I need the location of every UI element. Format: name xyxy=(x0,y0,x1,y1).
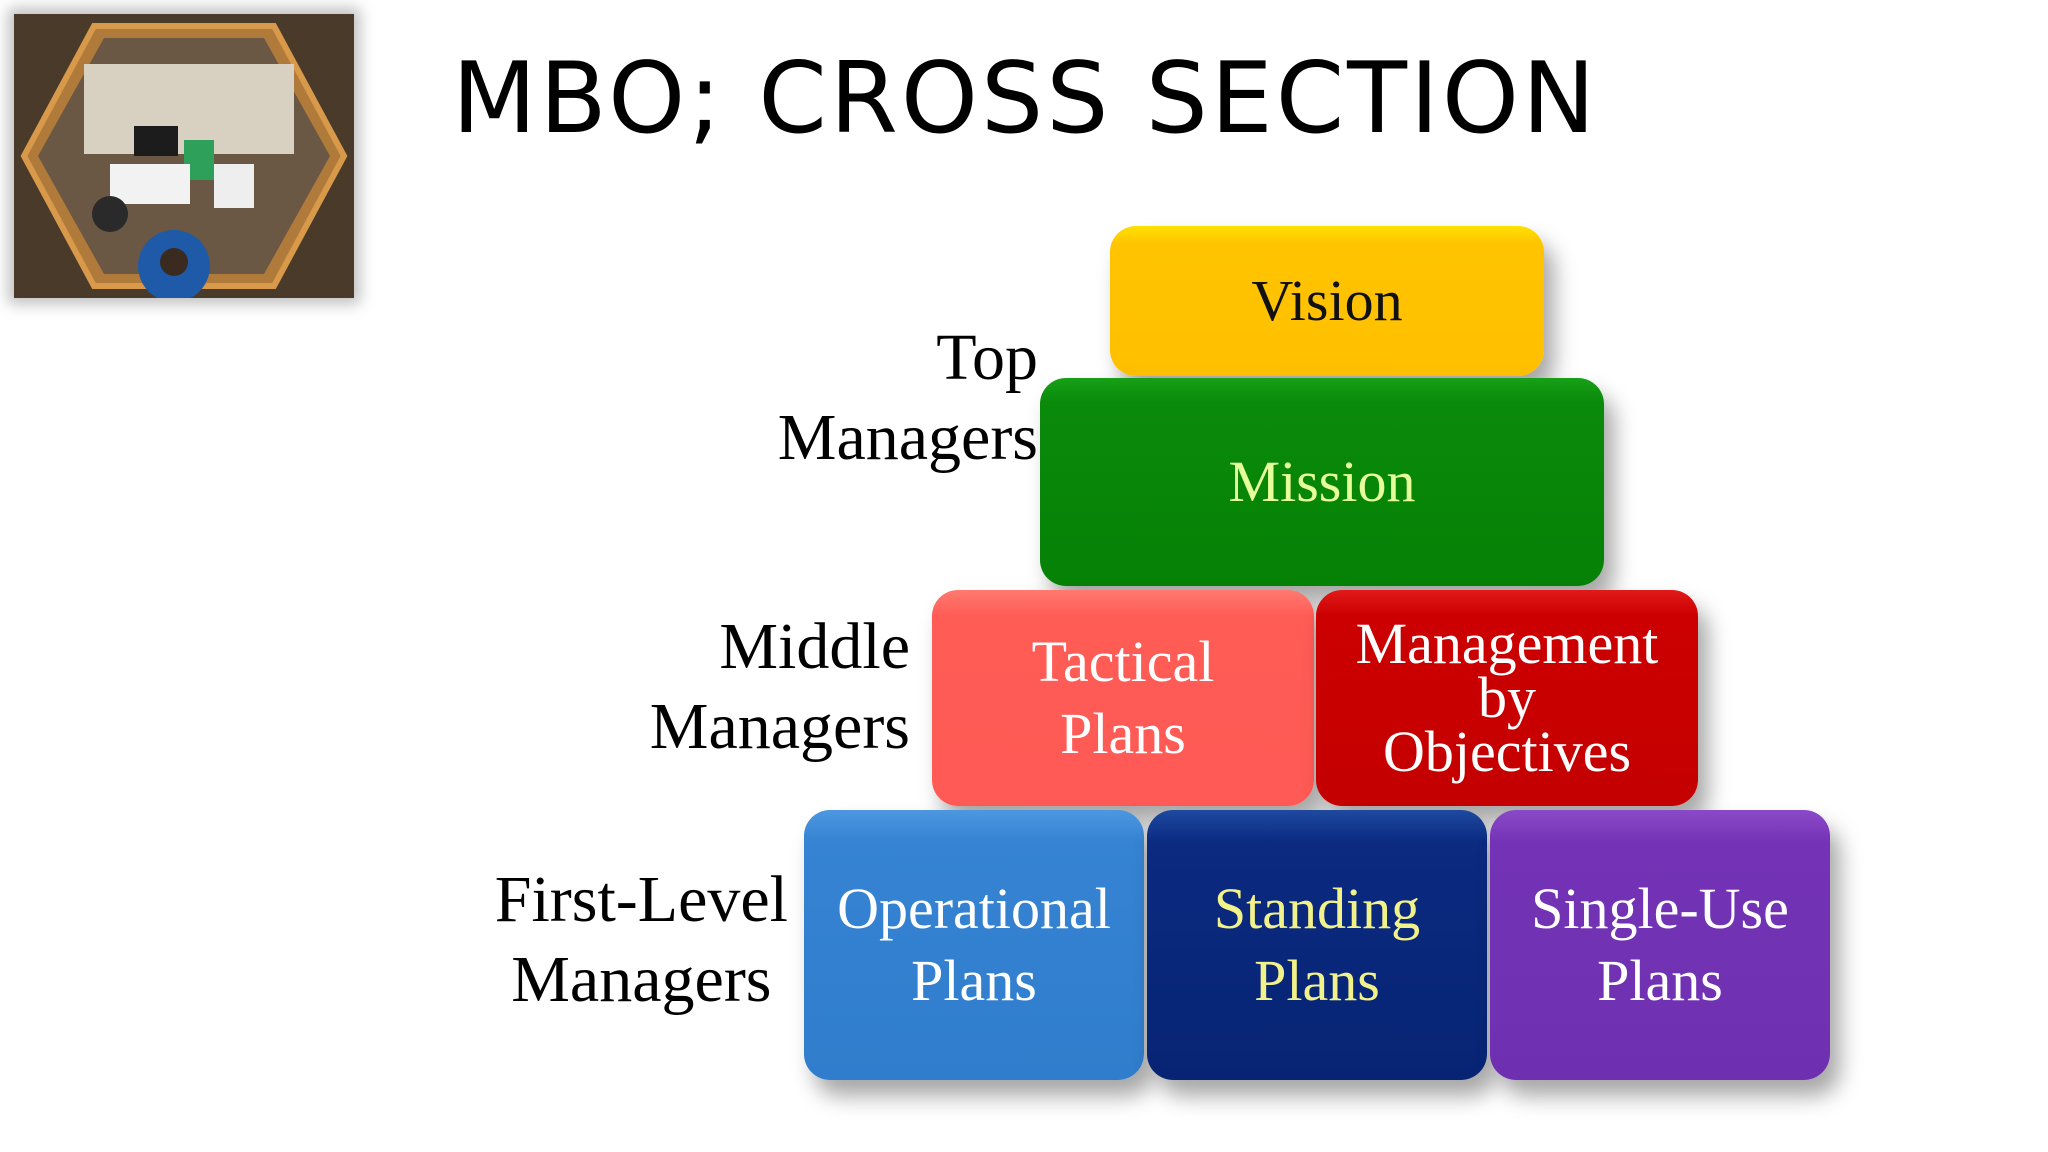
slide-title: MBO; CROSS SECTION xyxy=(452,42,1599,156)
block-operational-plans: Operational Plans xyxy=(804,810,1144,1080)
block-text: Vision xyxy=(1251,268,1403,333)
block-text: Operational xyxy=(837,876,1111,941)
block-vision: Vision xyxy=(1110,226,1544,376)
level-label-top: Top Managers xyxy=(778,318,1038,478)
block-text: Plans xyxy=(1060,701,1186,766)
level-label-middle: Middle Managers xyxy=(650,607,910,767)
block-text: Plans xyxy=(911,948,1037,1013)
block-management-by-objectives: Management by Objectives xyxy=(1316,590,1698,806)
block-single-use-plans: Single-Use Plans xyxy=(1490,810,1830,1080)
level-label-line: Managers xyxy=(649,690,910,763)
block-mission: Mission xyxy=(1040,378,1604,586)
level-label-line: First-Level xyxy=(494,863,788,936)
level-label-line: Managers xyxy=(511,943,772,1016)
meeting-photo xyxy=(14,14,354,298)
level-label-line: Middle xyxy=(719,610,910,683)
level-label-first-level: First-Level Managers xyxy=(495,860,788,1020)
block-standing-plans: Standing Plans xyxy=(1147,810,1487,1080)
block-text: Management xyxy=(1355,611,1659,676)
block-text: by xyxy=(1478,665,1536,730)
level-label-line: Top xyxy=(936,321,1038,394)
block-text: Tactical xyxy=(1031,629,1215,694)
level-label-line: Managers xyxy=(777,401,1038,474)
block-text: Plans xyxy=(1597,948,1723,1013)
block-text: Single-Use xyxy=(1531,876,1789,941)
block-tactical-plans: Tactical Plans xyxy=(932,590,1314,806)
block-text: Standing xyxy=(1213,876,1421,941)
block-text: Objectives xyxy=(1382,719,1632,784)
block-text: Mission xyxy=(1228,449,1416,514)
block-text: Plans xyxy=(1254,948,1380,1013)
